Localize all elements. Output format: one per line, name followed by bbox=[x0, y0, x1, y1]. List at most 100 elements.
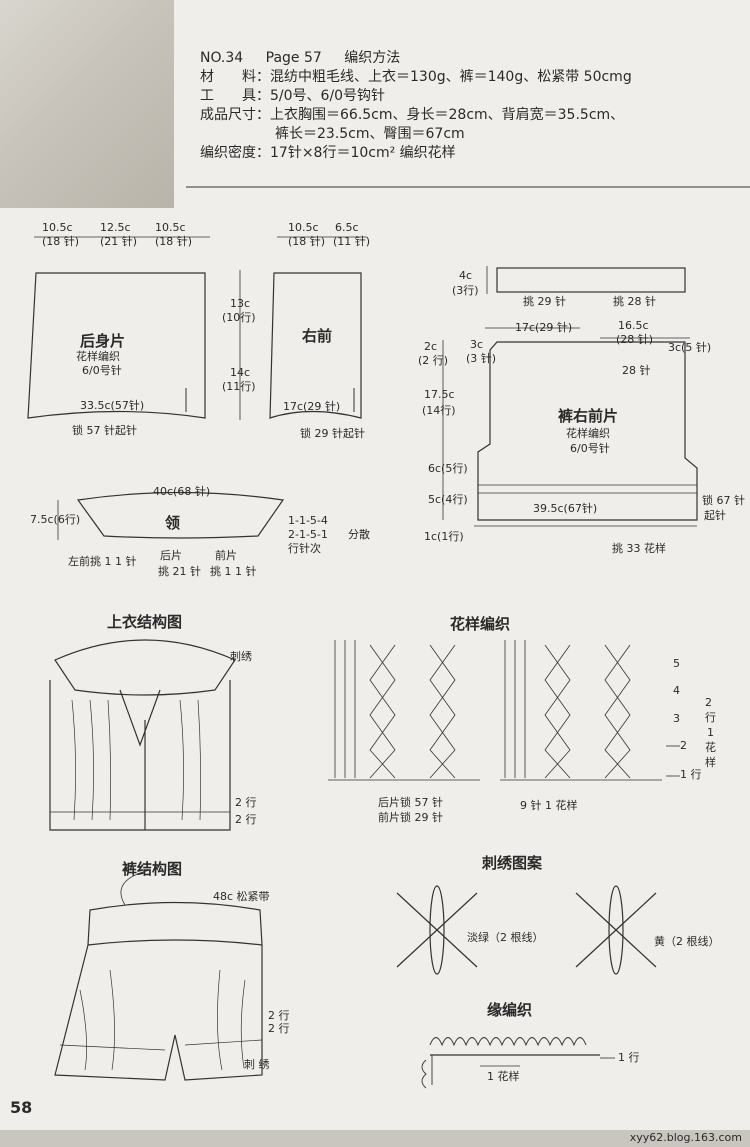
chart-rep1: 2 bbox=[705, 696, 712, 709]
embroidery-green-motif bbox=[396, 885, 478, 975]
collar-top: 40c(68 针) bbox=[153, 485, 211, 498]
rfront-bottom: 17c(29 针) bbox=[283, 400, 341, 413]
collar-outline bbox=[57, 491, 285, 540]
back-top1-st: (18 针) bbox=[42, 235, 80, 248]
chart-rep2: 行 bbox=[705, 711, 716, 724]
pants-a-rows: (2 行) bbox=[418, 354, 449, 367]
back-cast-on: 锁 57 针起针 bbox=[72, 424, 137, 437]
back-top3: 10.5c bbox=[155, 221, 186, 234]
pattern-title: 编织方法 bbox=[344, 50, 401, 66]
chart-row1: 1 行 bbox=[680, 768, 702, 781]
chart-rep4: 花 bbox=[705, 741, 716, 754]
pants-cast1: 锁 67 针 bbox=[702, 494, 745, 507]
pants-elastic: 48c 松紧带 bbox=[213, 890, 270, 903]
emb-yellow: 黄（2 根线） bbox=[654, 935, 720, 948]
collar-dec1: 1-1-5-4 bbox=[288, 514, 328, 527]
pants-row2b: 2 行 bbox=[268, 1022, 290, 1035]
pants-row2a: 2 行 bbox=[268, 1009, 290, 1022]
back-h2-rows: (11行) bbox=[222, 380, 256, 393]
rfront-top1: 10.5c bbox=[288, 221, 319, 234]
back-title: 后身片 bbox=[80, 332, 126, 350]
pants-b-st: (3 针) bbox=[466, 352, 497, 365]
waist-pick1: 挑 29 针 bbox=[523, 295, 566, 308]
pants-structure-drawing bbox=[54, 869, 263, 1081]
collar-pick2b: 挑 21 针 bbox=[158, 565, 201, 578]
pants-a: 2c bbox=[424, 340, 438, 353]
chart-repeat: 9 针 1 花样 bbox=[520, 799, 578, 812]
pants-top1: 17c(29 针) bbox=[515, 321, 573, 334]
page-ref: Page 57 bbox=[265, 50, 322, 66]
waist-h-rows: (3行) bbox=[452, 284, 479, 297]
back-top3-st: (18 针) bbox=[155, 235, 193, 248]
stitch-chart bbox=[328, 640, 680, 781]
back-top1: 10.5c bbox=[42, 221, 73, 234]
chart-row4: 4 bbox=[673, 684, 680, 697]
waist-h: 4c bbox=[459, 269, 473, 282]
size-line-2: 裤长＝23.5cm、臀围＝67cm bbox=[275, 126, 465, 142]
collar-pick2: 后片 bbox=[160, 549, 182, 562]
tools: 工 具：5/0号、6/0号钩针 bbox=[200, 88, 386, 104]
pants-b: 3c bbox=[470, 338, 484, 351]
back-piece-outline bbox=[27, 236, 241, 420]
pants-top2: 16.5c bbox=[618, 319, 649, 332]
edge-row: 1 行 bbox=[618, 1051, 640, 1064]
back-h2: 14c bbox=[230, 366, 251, 379]
collar-spread: 分散 bbox=[348, 528, 370, 541]
gauge: 编织密度：17针×8行＝10cm² 编织花样 bbox=[200, 145, 456, 161]
pants-hook: 6/0号针 bbox=[570, 442, 610, 455]
footer-url: xyy62.blog.163.com bbox=[629, 1131, 742, 1144]
pants-top2-st: (28 针) bbox=[616, 333, 654, 346]
materials: 材 料：混纺中粗毛线、上衣＝130g、裤＝140g、松紧带 50cmg bbox=[200, 69, 632, 85]
pants-pattern: 花样编织 bbox=[566, 427, 610, 440]
pants-front-outline bbox=[442, 327, 698, 527]
jacket-row2b: 2 行 bbox=[235, 813, 257, 826]
edge-repeat: 1 花样 bbox=[487, 1070, 520, 1083]
collar-side: 7.5c(6行) bbox=[30, 513, 81, 526]
page-number: 58 bbox=[10, 1098, 33, 1117]
back-pattern: 花样编织 bbox=[76, 350, 120, 363]
rfront-title: 右前 bbox=[302, 327, 333, 345]
jacket-emb: 刺绣 bbox=[230, 650, 252, 663]
collar-title: 领 bbox=[165, 514, 181, 532]
chart-rep5: 样 bbox=[705, 756, 716, 769]
right-front-outline bbox=[269, 236, 367, 419]
section-pants: 裤结构图 bbox=[122, 860, 183, 878]
collar-dec3: 行针次 bbox=[288, 542, 321, 555]
rfront-top2: 6.5c bbox=[335, 221, 359, 234]
back-top2: 12.5c bbox=[100, 221, 131, 234]
jacket-structure-drawing bbox=[49, 639, 236, 831]
pattern-number: NO.34 bbox=[200, 50, 244, 66]
back-top2-st: (21 针) bbox=[100, 235, 138, 248]
chart-rep3: 1 bbox=[707, 726, 714, 739]
rfront-top1-st: (18 针) bbox=[288, 235, 326, 248]
pants-bottom: 39.5c(67针) bbox=[533, 502, 598, 515]
section-pattern: 花样编织 bbox=[450, 615, 511, 633]
footer-bar: xyy62.blog.163.com bbox=[0, 1130, 750, 1147]
chart-row5: 5 bbox=[673, 657, 680, 670]
pants-h3: 5c(4行) bbox=[428, 493, 468, 506]
pants-emb: 刺 绣 bbox=[244, 1058, 270, 1071]
waistband-outline bbox=[486, 266, 686, 294]
back-hook: 6/0号针 bbox=[82, 364, 122, 377]
back-h1-rows: (10行) bbox=[222, 311, 256, 324]
section-embroidery: 刺绣图案 bbox=[482, 854, 543, 872]
chart-front-chain: 前片锁 29 针 bbox=[378, 811, 443, 824]
collar-pick1: 左前挑 1 1 针 bbox=[68, 555, 137, 568]
garment-photo bbox=[0, 0, 174, 208]
size-line-1: 成品尺寸：上衣胸围＝66.5cm、身长＝28cm、背肩宽＝35.5cm、 bbox=[200, 107, 625, 123]
embroidery-yellow-motif bbox=[575, 885, 657, 975]
chart-back-chain: 后片锁 57 针 bbox=[378, 796, 443, 809]
collar-pick3: 前片 bbox=[215, 549, 237, 562]
pattern-header: NO.34 Page 57 编织方法 材 料：混纺中粗毛线、上衣＝130g、裤＝… bbox=[200, 49, 632, 163]
pants-h2: 6c(5行) bbox=[428, 462, 468, 475]
pants-cast2: 起针 bbox=[704, 509, 726, 522]
chart-row2: 2 bbox=[680, 739, 687, 752]
pants-pick: 挑 33 花样 bbox=[612, 542, 666, 555]
emb-green: 淡绿（2 根线） bbox=[467, 931, 544, 944]
collar-dec2: 2-1-5-1 bbox=[288, 528, 328, 541]
jacket-row2a: 2 行 bbox=[235, 796, 257, 809]
rfront-cast-on: 锁 29 针起针 bbox=[300, 427, 365, 440]
pants-h1: 17.5c bbox=[424, 388, 455, 401]
